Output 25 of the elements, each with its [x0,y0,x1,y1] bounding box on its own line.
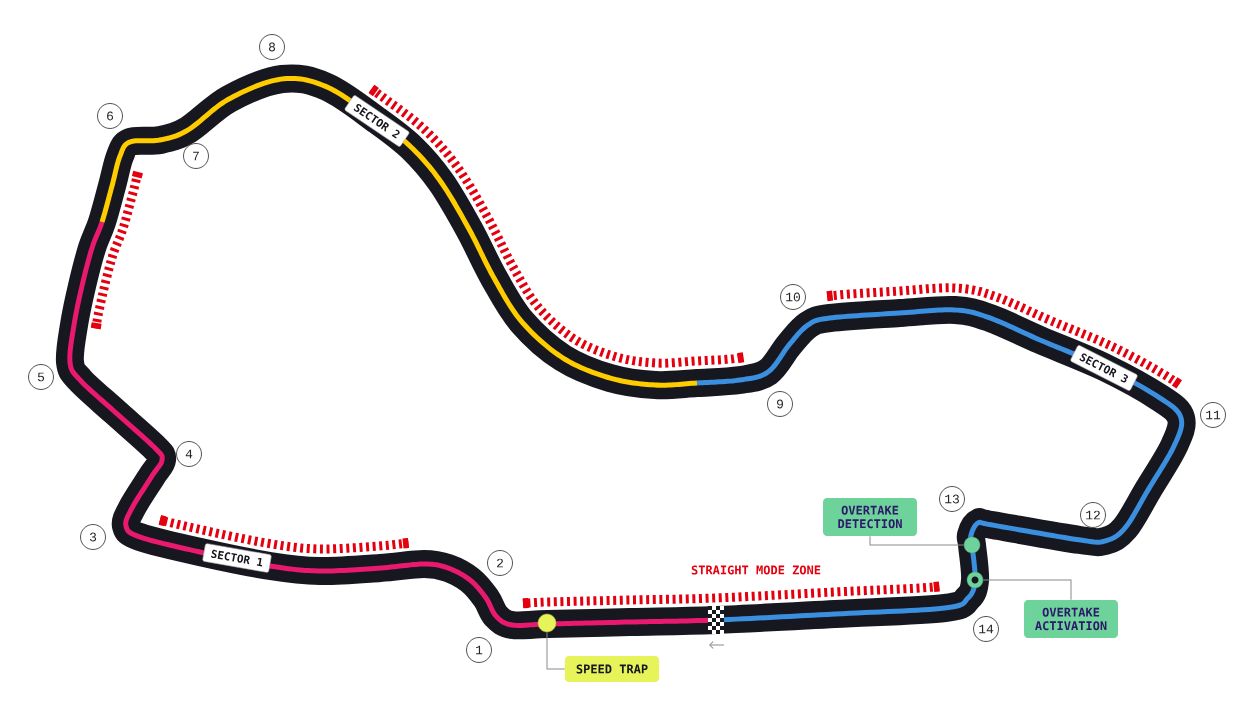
corner-number: 7 [183,143,209,169]
corner-number: 5 [28,364,54,390]
leader-line [982,579,1072,601]
corner-number: 8 [259,34,285,60]
corner-number: 11 [1200,402,1226,428]
corner-number: 10 [780,284,806,310]
callout-box: SPEED TRAP [564,656,660,682]
marker-dot [963,536,981,554]
corner-number: 9 [767,391,793,417]
sector-label: SECTOR 1 [202,543,272,573]
callout-box: OVERTAKE ACTIVATION [1024,600,1118,638]
zone-label: STRAIGHT MODE ZONE [691,565,821,575]
marker-dot [537,613,557,633]
corner-number: 6 [97,103,123,129]
corner-number: 3 [80,524,106,550]
leader-line [546,631,566,670]
corner-number: 1 [466,637,492,663]
ring-marker [966,571,984,589]
corner-number: 12 [1080,502,1106,528]
corner-number: 14 [973,616,999,642]
corner-number: 4 [176,441,202,467]
corner-number: 13 [939,486,965,512]
leader-line [869,535,965,546]
callout-box: OVERTAKE DETECTION [823,498,917,536]
corner-number: 2 [487,550,513,576]
